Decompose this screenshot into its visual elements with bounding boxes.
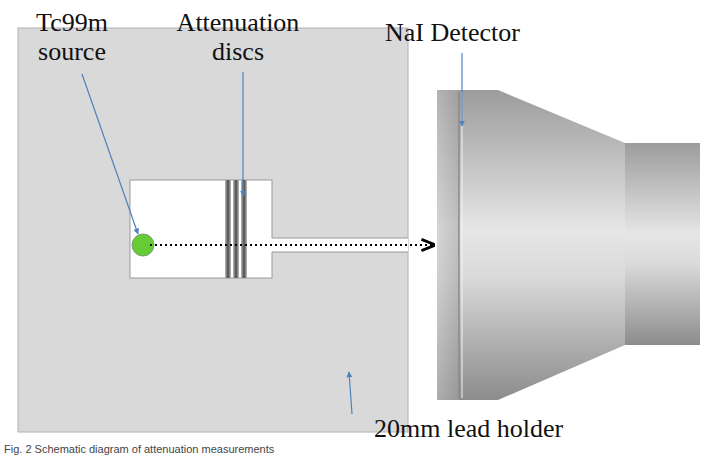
attenuation-discs <box>225 180 247 278</box>
callout-label: Attenuation discs <box>163 8 313 66</box>
beam-path <box>150 244 434 246</box>
leader-lines <box>82 53 462 414</box>
callout-label: 20mm lead holder <box>374 414 563 443</box>
figure-caption: Fig. 2 Schematic diagram of attenuation … <box>4 443 274 455</box>
nai-detector <box>437 90 700 400</box>
callout-label: NaI Detector <box>385 18 520 47</box>
callout-label: Tc99m source <box>17 8 127 66</box>
lead-holder <box>18 28 408 432</box>
source-cavity <box>130 180 272 278</box>
